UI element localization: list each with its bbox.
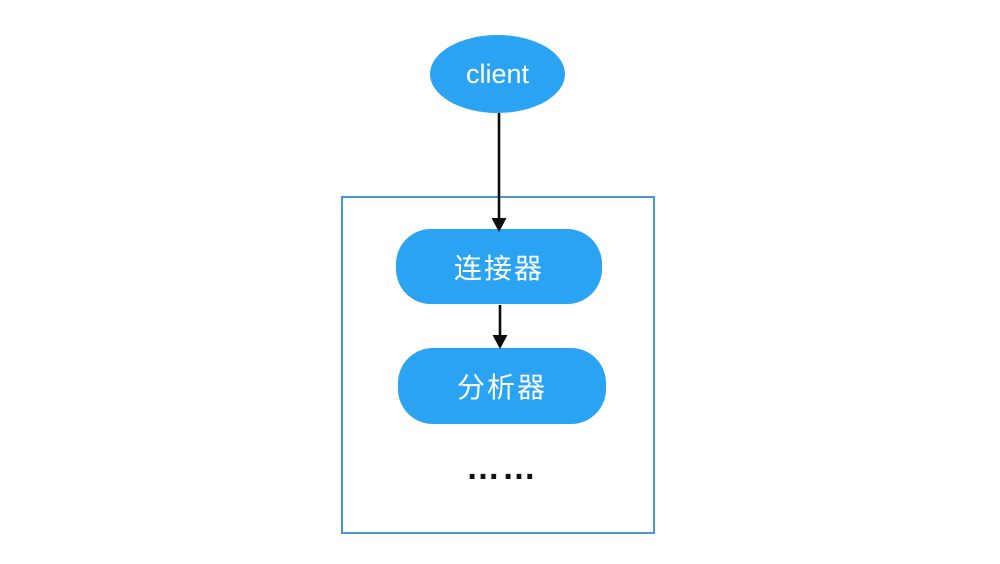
client-node: client bbox=[430, 35, 565, 113]
analyzer-node-label: 分析器 bbox=[456, 372, 547, 403]
client-node-label: client bbox=[465, 58, 530, 89]
more-components-ellipsis: …… bbox=[398, 443, 606, 493]
connector-node-label: 连接器 bbox=[453, 252, 544, 284]
connector-node: 连接器 bbox=[396, 229, 602, 304]
ellipsis-text: …… bbox=[466, 448, 538, 487]
analyzer-node: 分析器 bbox=[398, 348, 606, 424]
